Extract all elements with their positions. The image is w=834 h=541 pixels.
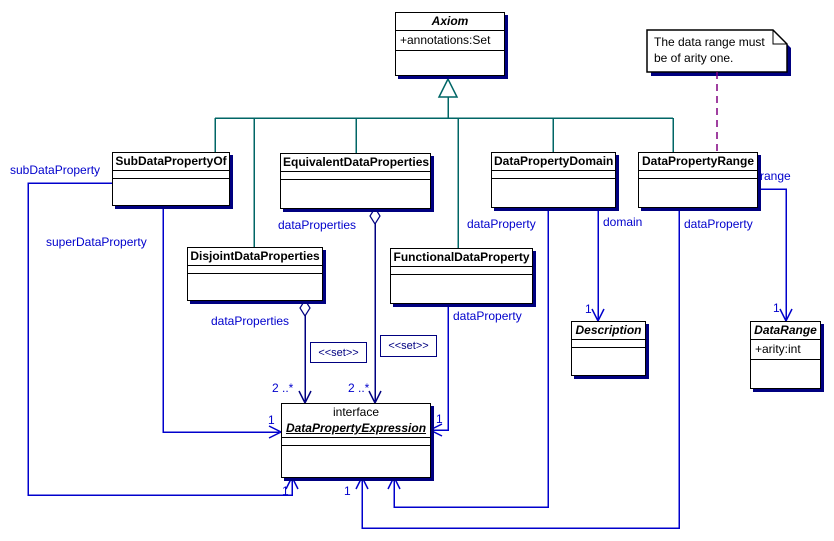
attributes-compartment <box>282 438 430 446</box>
operations-compartment <box>492 179 615 207</box>
operations-compartment <box>396 51 504 75</box>
class-attribute: +annotations:Set <box>396 31 504 51</box>
class-name: SubDataPropertyOf <box>113 153 229 171</box>
multiplicity-equivalent: 2 ..* <box>348 381 370 395</box>
label-dataproperty-functional: dataProperty <box>453 309 522 323</box>
note-line2: be of arity one. <box>654 51 734 65</box>
class-name: FunctionalDataProperty <box>391 249 532 267</box>
class-name: DataPropertyRange <box>639 153 757 171</box>
aggregation-diamond-icon-equivalent <box>369 206 381 226</box>
label-subdataproperty: subDataProperty <box>10 163 101 177</box>
operations-compartment <box>281 180 430 208</box>
label-dataproperty-range: dataProperty <box>684 217 753 231</box>
note: The data range must be of arity one. <box>654 34 780 66</box>
class-name: DisjointDataProperties <box>188 248 322 266</box>
range-line <box>757 188 787 319</box>
class-name: DataRange <box>751 322 820 340</box>
note-fold-icon <box>772 30 787 45</box>
domain-dataproperty-line <box>393 207 549 508</box>
class-subdatapropertyof: SubDataPropertyOf <box>112 152 230 206</box>
operations-compartment <box>751 360 820 388</box>
stereotype-set-box-1: <<set>> <box>310 342 367 363</box>
operations-compartment <box>113 179 229 205</box>
attributes-compartment <box>391 267 532 275</box>
class-name: Description <box>572 322 645 340</box>
class-name: EquivalentDataProperties <box>281 154 430 172</box>
aggregation-diamond-icon-disjoint <box>299 298 311 318</box>
operations-compartment <box>639 179 757 207</box>
label-superdataproperty: superDataProperty <box>46 235 147 249</box>
functional-dataproperty-line <box>432 303 449 431</box>
class-name: DataPropertyDomain <box>492 153 615 171</box>
class-attribute: +arity:int <box>751 340 820 360</box>
note-line1: The data range must <box>654 35 765 49</box>
label-dataproperties-disjoint: dataProperties <box>211 314 290 328</box>
label-dataproperty-domain: dataProperty <box>467 217 536 231</box>
label-domain: domain <box>603 215 643 229</box>
interface-keyword: interface <box>332 405 380 419</box>
attributes-compartment <box>281 172 430 180</box>
generalization-triangle-icon <box>437 77 459 98</box>
multiplicity-range-expression: 1 <box>344 484 351 498</box>
class-functionaldataproperty: FunctionalDataProperty <box>390 248 533 304</box>
class-name: DataPropertyExpression <box>285 421 427 435</box>
class-axiom: Axiom +annotations:Set <box>395 12 505 76</box>
association-lines <box>27 182 787 529</box>
operations-compartment <box>282 446 430 477</box>
class-datapropertydomain: DataPropertyDomain <box>491 152 616 208</box>
aggregation-lines <box>304 223 376 401</box>
attributes-compartment <box>639 171 757 179</box>
class-name: Axiom <box>396 13 504 31</box>
stereotype-set-box-2: <<set>> <box>380 335 437 357</box>
operations-compartment <box>188 274 322 300</box>
class-title: interface DataPropertyExpression <box>282 404 430 438</box>
label-dataproperties-equivalent: dataProperties <box>278 218 357 232</box>
operations-compartment <box>391 275 532 303</box>
class-datapropertyrange: DataPropertyRange <box>638 152 758 208</box>
class-equivalentdataproperties: EquivalentDataProperties <box>280 153 431 209</box>
label-range: range <box>760 169 791 183</box>
multiplicity-subdataproperty: 1 <box>282 484 289 498</box>
class-description: Description <box>571 321 646 376</box>
multiplicity-disjoint: 2 ..* <box>272 381 294 395</box>
multiplicity-functional: 1 <box>436 412 443 426</box>
multiplicity-superdataproperty: 1 <box>268 413 275 427</box>
note-shape <box>646 29 788 73</box>
attributes-compartment <box>492 171 615 179</box>
attributes-compartment <box>113 171 229 179</box>
interface-datapropertyexpression: interface DataPropertyExpression <box>281 403 431 478</box>
multiplicity-range-datarange: 1 <box>773 301 780 315</box>
superdataproperty-line <box>162 205 279 433</box>
class-disjointdataproperties: DisjointDataProperties <box>187 247 323 301</box>
operations-compartment <box>572 348 645 375</box>
generalization-tree <box>214 97 674 248</box>
attributes-compartment <box>572 340 645 348</box>
multiplicity-domain-description: 1 <box>585 302 592 316</box>
attributes-compartment <box>188 266 322 274</box>
class-datarange: DataRange +arity:int <box>750 321 821 389</box>
range-dataproperty-line <box>361 207 680 529</box>
subdataproperty-line <box>27 182 293 496</box>
